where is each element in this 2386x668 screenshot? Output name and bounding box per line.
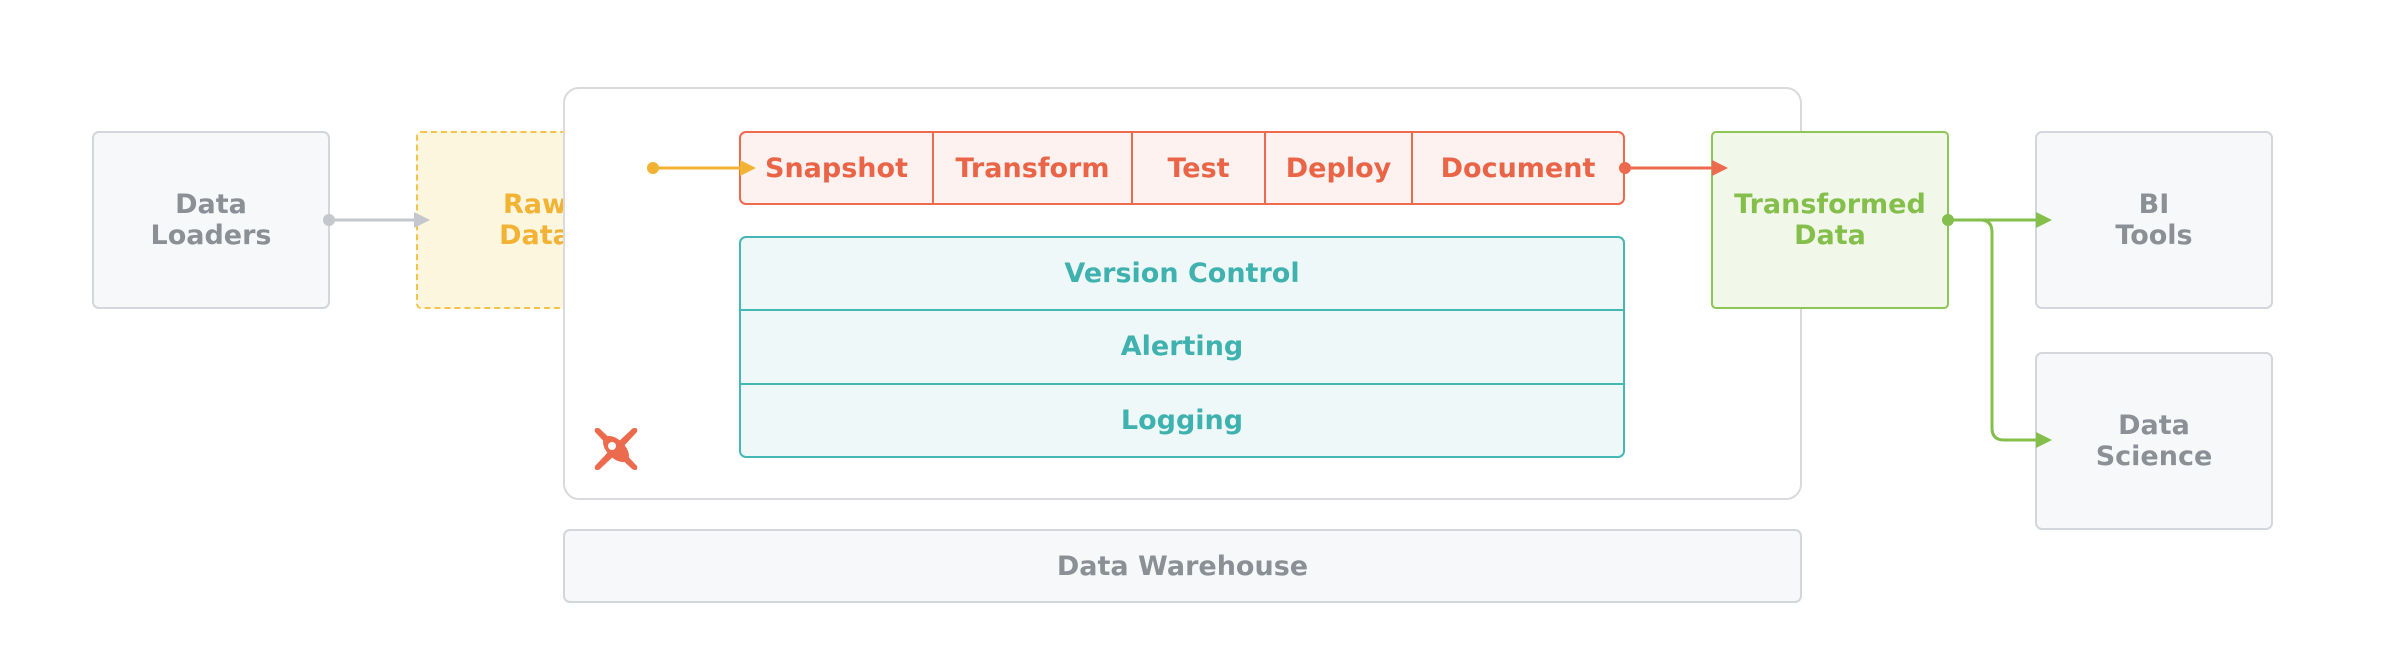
bi-tools-node: BI Tools [2035,131,2273,309]
operations-stack: Version Control Alerting Logging [739,236,1625,458]
op-logging: Logging [1120,404,1244,436]
raw-data-label-line2: Data [499,220,571,251]
data-warehouse-bar: Data Warehouse [563,529,1802,603]
dbt-logo-icon [591,424,641,474]
step-transform: Transform [934,133,1133,203]
step-test: Test [1133,133,1266,203]
data-science-label-line2: Science [2095,441,2213,472]
raw-data-label-line1: Raw [503,189,567,220]
bi-tools-label-line1: BI [2138,189,2170,220]
data-loaders-label-line2: Loaders [150,220,272,251]
connector-transformed-to-science [1948,218,2052,448]
connector-raw-to-snapshot [647,160,756,176]
step-snapshot: Snapshot [741,133,934,203]
transformed-data-node: Transformed Data [1711,131,1949,309]
op-version-control: Version Control [741,238,1623,312]
data-science-label-line1: Data [2118,410,2190,441]
op-alerting: Alerting [741,311,1623,385]
data-loaders-label-line1: Data [175,189,247,220]
step-document: Document [1440,152,1596,184]
data-science-node: Data Science [2035,352,2273,530]
data-loaders-node: Data Loaders [92,131,330,309]
connector-loaders-to-raw [323,212,430,228]
step-deploy: Deploy [1266,133,1413,203]
pipeline-steps: Snapshot Transform Test Deploy Document [739,131,1625,205]
connector-document-to-transformed [1619,160,1728,176]
transformed-data-label-line2: Data [1794,220,1866,251]
bi-tools-label-line2: Tools [2115,220,2193,251]
transformed-data-label-line1: Transformed [1734,189,1926,220]
